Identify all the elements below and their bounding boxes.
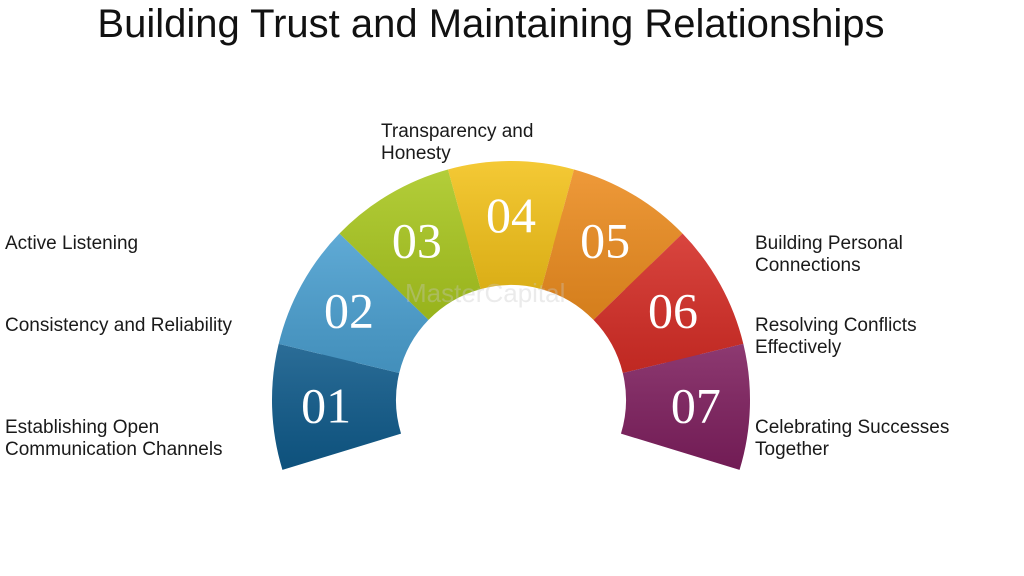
segment-number-04: 04 — [486, 187, 536, 243]
label-segment-02: Consistency and Reliability — [5, 315, 233, 336]
segment-number-05: 05 — [580, 213, 630, 269]
watermark: MasterCapital — [405, 278, 565, 308]
segment-number-02: 02 — [324, 283, 374, 339]
arc-segment-shade-06 — [593, 233, 744, 377]
arc-segment-shade-03 — [339, 169, 483, 320]
segment-number-03: 03 — [392, 213, 442, 269]
segment-number-01: 01 — [301, 378, 351, 434]
segment-number-07: 07 — [671, 378, 721, 434]
arc-segment-shade-04 — [447, 160, 576, 290]
label-segment-03: Active Listening — [5, 233, 139, 254]
arc-segment-shade-07 — [620, 343, 750, 470]
arc-segment-shade-01 — [272, 340, 402, 470]
page-title: Building Trust and Maintaining Relations… — [97, 2, 885, 46]
segment-number-06: 06 — [648, 283, 698, 339]
